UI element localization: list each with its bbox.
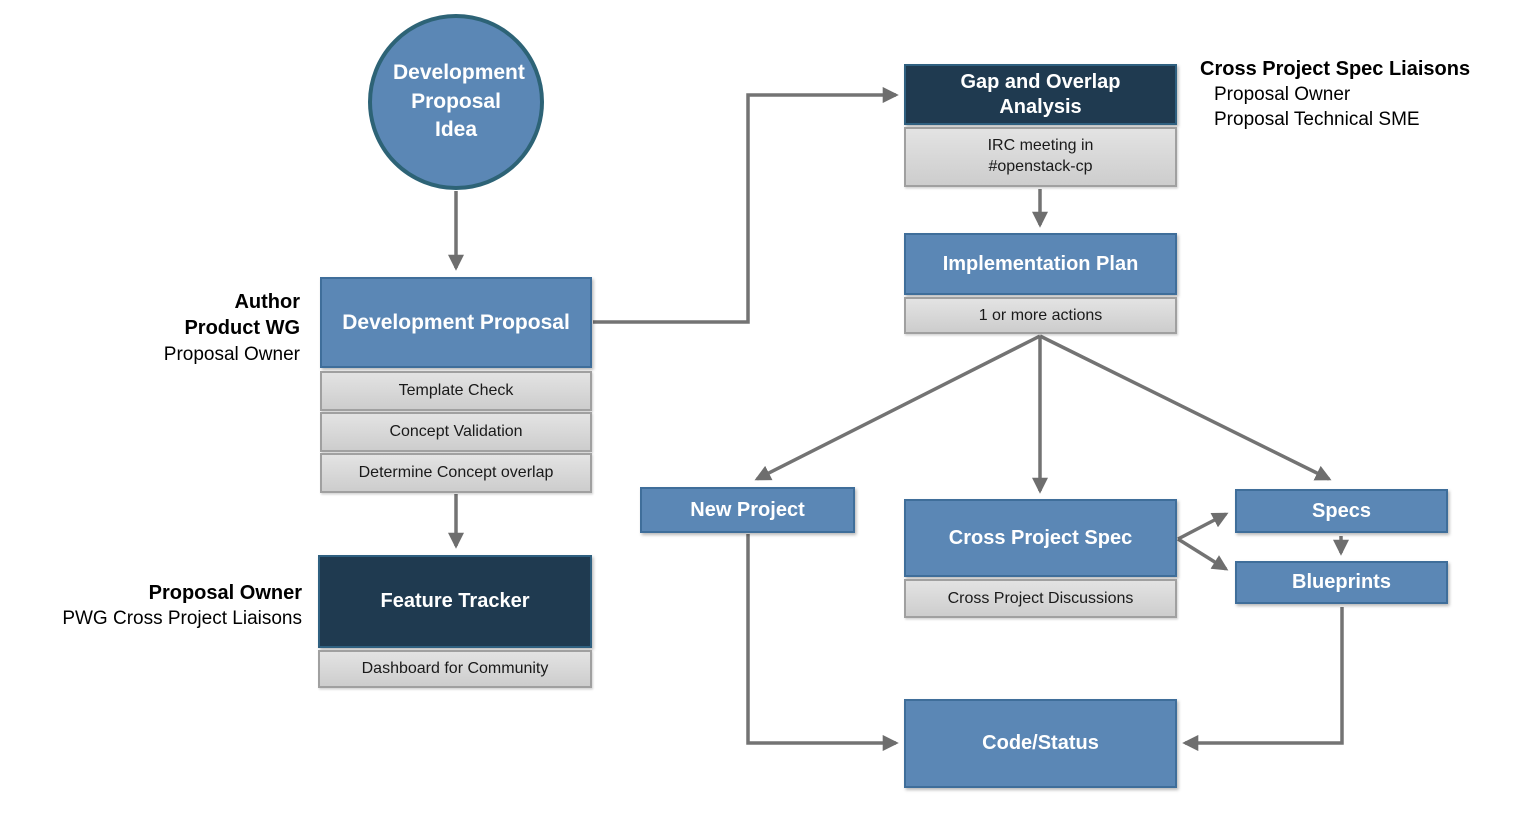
step-label: Concept Validation xyxy=(389,423,523,440)
annotation-line: Product WG xyxy=(184,317,300,340)
node-implementation-plan: Implementation Plan xyxy=(904,233,1177,295)
node-label: Gap and Overlap Analysis xyxy=(960,70,1121,118)
sub-one-or-more-actions: 1 or more actions xyxy=(904,297,1177,334)
node-blueprints: Blueprints xyxy=(1235,561,1448,604)
step-label: Determine Concept overlap xyxy=(358,464,554,481)
arrow-blueprints-to-code-status xyxy=(1182,607,1344,752)
node-label: Blueprints xyxy=(1292,571,1391,593)
arrow-actions-to-specs xyxy=(1039,334,1332,481)
arrow-cross-project-spec-to-specs xyxy=(1177,512,1229,541)
sub-label: Cross Project Discussions xyxy=(947,589,1134,607)
sub-label: Dashboard for Community xyxy=(361,660,549,677)
annotation-line: Author xyxy=(234,291,300,313)
annotation-tracker-block: Proposal Owner PWG Cross Project Liaison… xyxy=(10,580,302,631)
node-label: Development Proposal xyxy=(342,310,570,334)
step-label: Template Check xyxy=(398,382,514,399)
node-code-status: Code/Status xyxy=(904,699,1177,788)
sub-irc-meeting: IRC meeting in #openstack-cp xyxy=(904,127,1177,187)
sub-dashboard-for-community: Dashboard for Community xyxy=(318,650,592,688)
annotation-author-block: Author Product WG Proposal Owner xyxy=(40,289,300,367)
annotation-line: Cross Project Spec Liaisons xyxy=(1200,58,1471,80)
annotation-line: Proposal Owner xyxy=(1214,84,1351,106)
node-label: Implementation Plan xyxy=(942,252,1139,275)
node-label: Development Proposal Idea xyxy=(393,60,525,142)
node-feature-tracker: Feature Tracker xyxy=(318,555,592,648)
annotation-line: PWG Cross Project Liaisons xyxy=(62,608,302,630)
step-determine-concept-overlap: Determine Concept overlap xyxy=(320,453,592,493)
node-development-proposal-idea: Development Proposal Idea xyxy=(368,14,544,190)
node-label: Feature Tracker xyxy=(380,590,530,612)
annotation-liaisons-block: Cross Project Spec Liaisons Proposal Own… xyxy=(1200,56,1524,133)
node-gap-and-overlap-analysis: Gap and Overlap Analysis xyxy=(904,64,1177,125)
arrow-development-proposal-to-gap-overlap xyxy=(593,86,899,324)
annotation-line: Proposal Owner xyxy=(163,343,300,365)
annotation-line: Proposal Owner xyxy=(148,582,302,604)
arrow-cross-project-spec-to-blueprints xyxy=(1177,537,1229,571)
node-label: Specs xyxy=(1312,499,1371,522)
sub-cross-project-discussions: Cross Project Discussions xyxy=(904,579,1177,618)
node-specs: Specs xyxy=(1235,489,1448,533)
sub-label: 1 or more actions xyxy=(978,306,1103,324)
arrow-new-project-to-code-status xyxy=(746,534,899,752)
arrow-actions-to-new-project xyxy=(754,334,1041,481)
node-label: Cross Project Spec xyxy=(948,526,1133,549)
sub-label: IRC meeting in #openstack-cp xyxy=(987,137,1094,175)
step-concept-validation: Concept Validation xyxy=(320,412,592,452)
node-development-proposal: Development Proposal xyxy=(320,277,592,368)
step-template-check: Template Check xyxy=(320,371,592,411)
node-new-project: New Project xyxy=(640,487,855,533)
node-label: New Project xyxy=(690,498,805,521)
node-label: Code/Status xyxy=(982,732,1099,754)
node-cross-project-spec: Cross Project Spec xyxy=(904,499,1177,577)
annotation-line: Proposal Technical SME xyxy=(1214,109,1420,131)
